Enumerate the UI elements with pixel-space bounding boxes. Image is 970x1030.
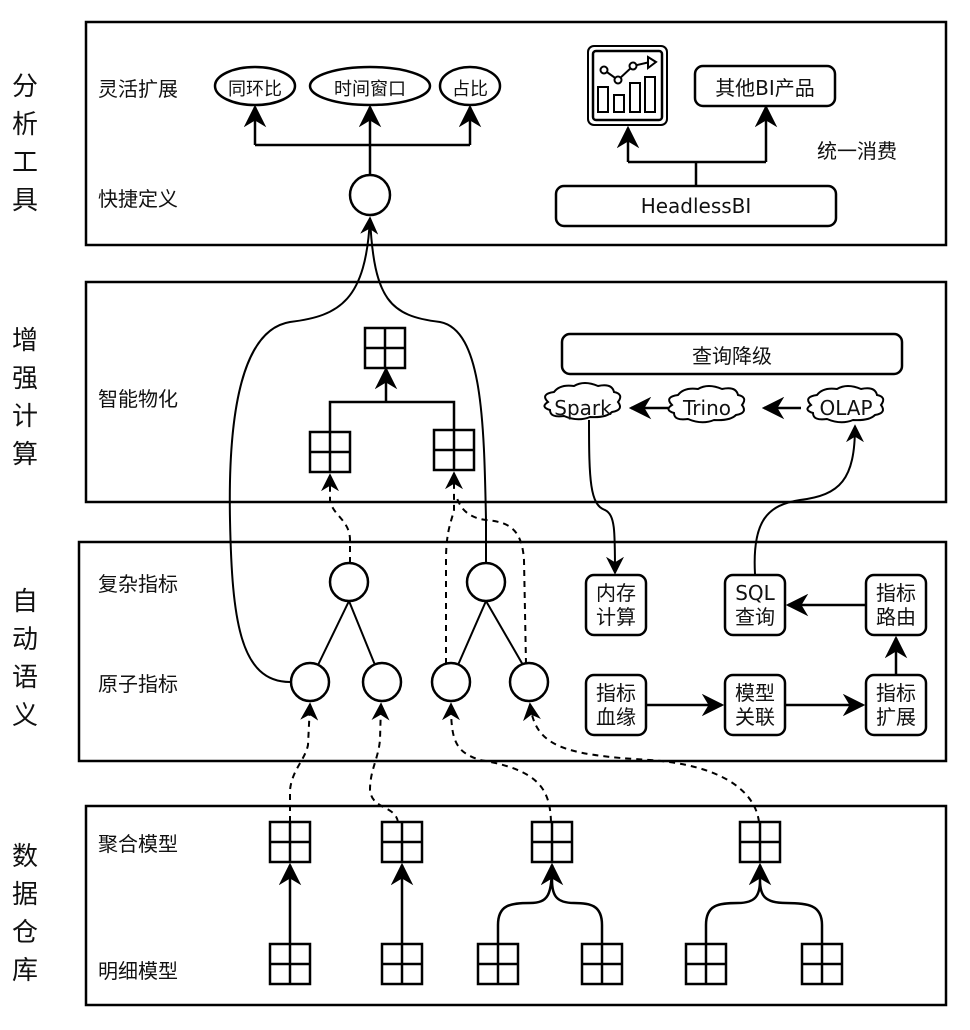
layer-title-text: 数据仓库 xyxy=(11,842,38,986)
label-metric-routing: 指标 路由 xyxy=(876,581,916,629)
atomic-metric-node-4 xyxy=(508,661,550,703)
label-spark: Spark xyxy=(554,396,612,420)
detail-model-table-2 xyxy=(380,942,424,986)
row-label-detail-models: 明细模型 xyxy=(98,959,178,983)
row-label-atomic-metrics: 原子指标 xyxy=(98,672,178,696)
row-label-complex-metrics: 复杂指标 xyxy=(98,572,178,596)
curve-detail5-6-to-agg4 xyxy=(704,879,824,944)
layer-box-enhanced-compute xyxy=(84,280,948,504)
agg-model-table-3 xyxy=(530,820,574,864)
cloud-spark-icon xyxy=(543,382,622,421)
tree-edges-complex-2 xyxy=(457,600,524,666)
materialized-right-table-icon xyxy=(432,428,476,472)
curve-detail3-4-to-agg3 xyxy=(496,864,604,944)
layer-title-text: 分析工具 xyxy=(11,72,38,216)
complex-metric-node-1 xyxy=(328,561,370,603)
detail-model-table-4 xyxy=(580,942,624,986)
atomic-metric-node-1 xyxy=(289,661,331,703)
dashed-agg4-to-atomic4 xyxy=(523,702,760,823)
label-time-window: 时间窗口 xyxy=(334,79,406,100)
label-yoy-mom: 同环比 xyxy=(228,79,282,100)
detail-model-table-6 xyxy=(800,942,844,986)
query-downgrade-box xyxy=(560,332,904,376)
row-label-smart-materialization: 智能物化 xyxy=(98,387,178,411)
detail-model-table-1 xyxy=(268,942,312,986)
curve-complex-to-quick-def xyxy=(369,217,487,562)
label-ratio: 占比 xyxy=(452,79,488,100)
dashed-atomic4-to-mat-right xyxy=(455,494,527,665)
dashboard-chart-icon xyxy=(587,45,668,126)
label-trino: Trino xyxy=(683,396,731,420)
label-headless-bi: HeadlessBI xyxy=(640,194,752,218)
atomic-metric-node-3 xyxy=(430,661,472,703)
quick-definition-node xyxy=(348,173,392,217)
label-memory-compute: 内存 计算 xyxy=(596,581,636,629)
detail-model-table-5 xyxy=(684,942,728,986)
label-query-downgrade: 查询降级 xyxy=(692,343,772,368)
memory-compute-box xyxy=(584,573,648,637)
atomic-metric-node-2 xyxy=(361,661,403,703)
dashed-atomic3-to-mat-right xyxy=(445,471,463,664)
arrow-spark-to-memory xyxy=(588,419,624,575)
cloud-olap-icon xyxy=(806,385,885,424)
layer-box-auto-semantics xyxy=(77,540,948,763)
materialized-top-table-icon xyxy=(363,326,407,370)
layer-box-data-warehouse xyxy=(84,804,948,1007)
tree-edges-complex-1 xyxy=(317,600,376,666)
layer-title-text: 增强计算 xyxy=(11,326,38,470)
dashed-complex1-to-mat-left xyxy=(321,473,351,563)
label-metric-extension: 指标 扩展 xyxy=(876,681,916,729)
dashed-agg1-to-atomic1 xyxy=(289,702,319,822)
layer-title-auto-semantics: 自动语义 xyxy=(10,583,40,735)
row-label-flexible-extension: 灵活扩展 xyxy=(98,77,178,101)
curve-atomic-to-quick-def xyxy=(228,216,379,683)
sql-query-box xyxy=(723,573,787,637)
layer-title-enhanced-compute: 增强计算 xyxy=(10,322,40,474)
complex-metric-node-2 xyxy=(465,561,507,603)
agg-model-table-1 xyxy=(268,820,312,864)
layer-title-data-warehouse: 数据仓库 xyxy=(10,838,40,990)
label-olap: OLAP xyxy=(819,396,873,420)
layer-box-analysis-tools xyxy=(84,20,948,247)
label-other-bi: 其他BI产品 xyxy=(715,75,815,100)
agg-model-table-2 xyxy=(380,820,424,864)
label-model-association: 模型 关联 xyxy=(735,681,775,729)
detail-model-table-3 xyxy=(476,942,520,986)
agg-model-table-4 xyxy=(738,820,782,864)
label-unified-consumption: 统一消费 xyxy=(817,139,897,163)
label-sql-query: SQL 查询 xyxy=(735,581,775,629)
row-label-quick-definition: 快捷定义 xyxy=(98,187,178,211)
layer-title-analysis-tools: 分析工具 xyxy=(10,68,40,220)
connector-materialized xyxy=(328,400,456,432)
dashed-agg2-to-atomic2 xyxy=(368,702,399,823)
label-metric-lineage: 指标 血缘 xyxy=(596,681,636,729)
materialized-left-table-icon xyxy=(308,430,352,474)
row-label-aggregate-models: 聚合模型 xyxy=(98,832,178,856)
layer-title-text: 自动语义 xyxy=(11,587,38,731)
connector-headless xyxy=(628,160,766,186)
arrow-sql-to-olap xyxy=(753,424,864,575)
dashed-agg3-to-atomic3 xyxy=(442,702,552,823)
cloud-trino-icon xyxy=(667,385,746,424)
